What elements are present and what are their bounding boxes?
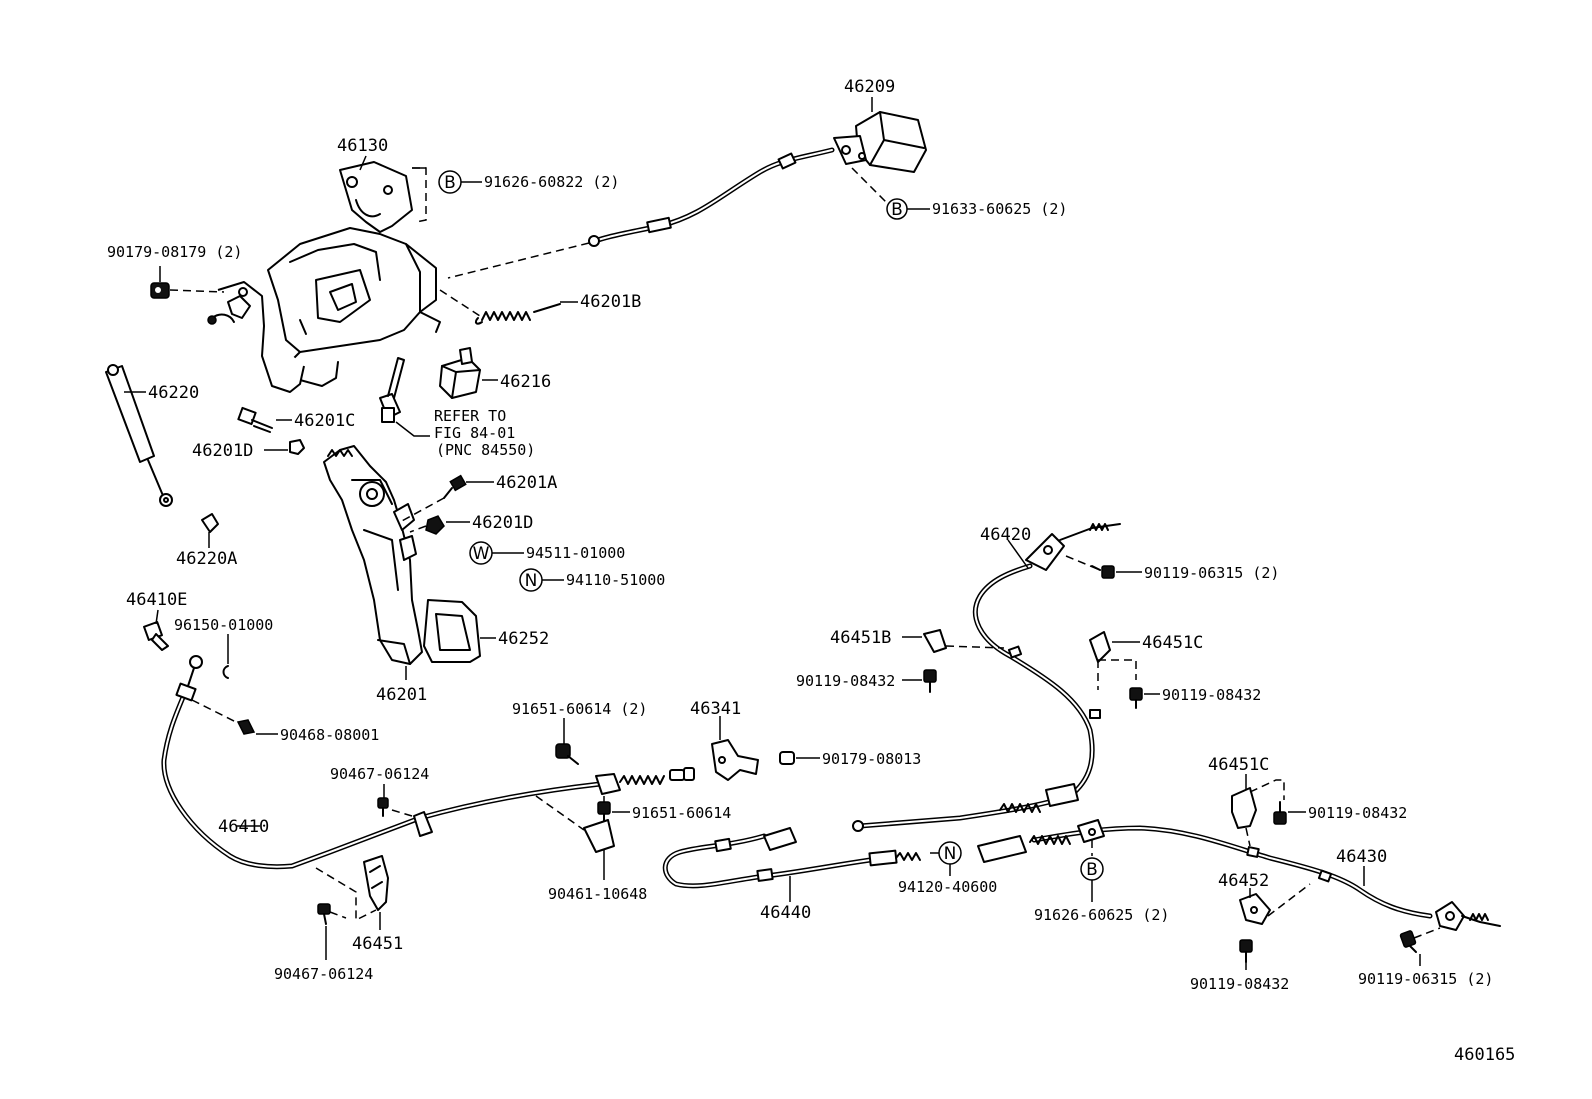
part-46410-front-cable [161,655,695,870]
label-90119-08432-b: 90119-08432 [1162,686,1261,704]
label-46252: 46252 [498,629,549,649]
label-91633-60625: 91633-60625 (2) [932,200,1067,218]
label-pnc-84550: (PNC 84550) [436,441,535,459]
symbol-b: B [891,200,903,220]
label-46201D-right: 46201D [472,513,533,533]
label-46220: 46220 [148,383,199,403]
label-90119-06315-a: 90119-06315 (2) [1144,564,1279,582]
part-46201-pedal [323,445,423,665]
part-46451C-bracket-b [1231,787,1257,829]
part-90119-06315-bolt-b [1399,930,1417,953]
part-46201A-bolt [443,474,467,499]
part-91651-60614-bolt-pair [555,743,579,765]
part-96150-clip [222,665,229,679]
part-46252-pedal-pad [423,599,481,663]
label-91651-60614-2: 91651-60614 (2) [512,700,647,718]
part-46216-stopper [439,347,481,399]
part-90119-08432-bolt-d [1239,939,1253,963]
part-90467-06124-bolt-a [377,797,389,817]
label-46220A: 46220A [176,549,237,569]
label-91651-60614: 91651-60614 [632,804,731,822]
part-46209-release-handle [833,111,927,173]
label-96150-01000: 96150-01000 [174,616,273,634]
part-46420-rear-cable-lh [852,523,1121,832]
label-46451: 46451 [352,934,403,954]
part-90179-08179-nut [150,282,170,299]
label-46451C-a: 46451C [1142,633,1203,653]
cable-end [588,235,600,247]
part-46440-intermediate-cable [662,827,921,889]
part-46430-rear-cable-rh [977,819,1501,931]
symbol-b: B [1086,860,1098,880]
label-46216: 46216 [500,372,551,392]
part-90467-06124-bolt-b [317,903,331,925]
label-46341: 46341 [690,699,741,719]
label-90467-06124-a: 90467-06124 [330,765,429,783]
part-90119-08432-bolt-a [923,669,937,693]
part-46451-bracket [363,855,389,911]
part-46451C-bracket-a [1089,631,1111,663]
label-46201B: 46201B [580,292,641,312]
symbol-n: N [525,571,538,591]
label-46410E: 46410E [126,590,187,610]
label-90179-08013: 90179-08013 [822,750,921,768]
label-refer-to: REFER TO [434,407,506,425]
label-94511-01000: 94511-01000 [526,544,625,562]
label-46209: 46209 [844,77,895,97]
part-46451B-bracket [923,629,947,653]
label-46430: 46430 [1336,847,1387,867]
figure-number: 460165 [1454,1045,1515,1065]
label-90119-08432-c: 90119-08432 [1308,804,1407,822]
label-46201: 46201 [376,685,427,705]
part-46201D-nut-right [425,515,445,535]
label-fig-84-01: FIG 84-01 [434,424,515,442]
label-46201D-left: 46201D [192,441,253,461]
part-46130-pedal-bracket [207,161,441,393]
part-46220-damper [105,364,173,507]
label-46410: 46410 [218,817,269,837]
symbol-b: B [444,173,456,193]
symbol-w: W [473,544,490,564]
label-90461-10648: 90461-10648 [548,885,647,903]
cable-fitting [777,152,797,170]
label-90179-08179: 90179-08179 (2) [107,243,242,261]
symbol-n: N [944,844,957,864]
label-90467-06124-b: 90467-06124 [274,965,373,983]
label-90119-08432-d: 90119-08432 [1190,975,1289,993]
label-46452: 46452 [1218,871,1269,891]
part-90119-08432-bolt-b [1129,687,1143,709]
label-46420: 46420 [980,525,1031,545]
part-46201B-return-spring [474,303,561,325]
part-46410E-bolt [143,621,169,651]
part-46452-bracket [1239,893,1271,925]
label-94120-40600: 94120-40600 [898,878,997,896]
part-brake-switch [379,357,405,423]
label-46201A: 46201A [496,473,557,493]
part-46220A-bushing [201,513,219,533]
label-94110-51000: 94110-51000 [566,571,665,589]
part-90468-08001-clip [236,719,256,735]
part-46201C-bolt [237,406,273,433]
part-46341-equalizer [711,739,759,781]
label-91626-60625: 91626-60625 (2) [1034,906,1169,924]
label-46451C-b: 46451C [1208,755,1269,775]
cable-fitting [646,216,672,234]
label-46451B: 46451B [830,628,891,648]
label-46130: 46130 [337,136,388,156]
part-90179-08013-nut [779,751,795,765]
part-90119-08432-bolt-c [1273,801,1287,825]
part-90461-10648-bracket [583,819,615,853]
label-90119-06315-b: 90119-06315 (2) [1358,970,1493,988]
part-46201D-nut-left [289,439,305,455]
label-46201C: 46201C [294,411,355,431]
label-90119-08432-a: 90119-08432 [796,672,895,690]
label-46440: 46440 [760,903,811,923]
label-91626-60822: 91626-60822 (2) [484,173,619,191]
label-90468-08001: 90468-08001 [280,726,379,744]
